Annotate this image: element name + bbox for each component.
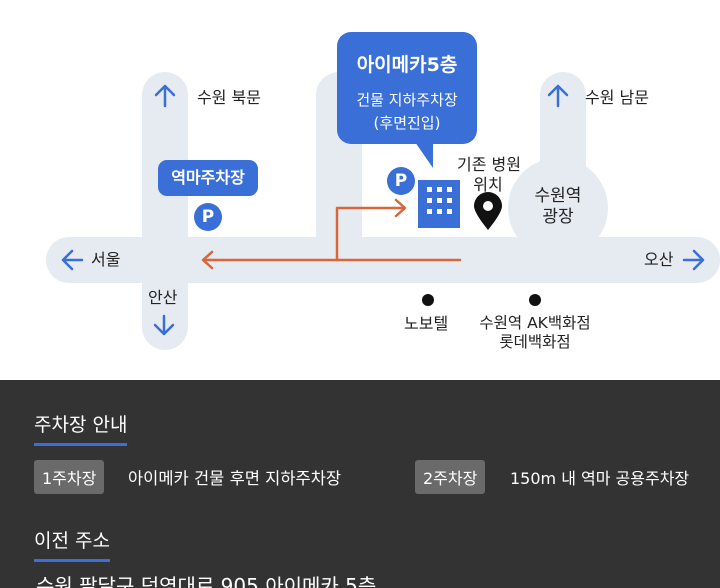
label-old-hospital-line2: 위치 xyxy=(473,175,503,194)
label-ansan: 안산 xyxy=(148,288,178,307)
station-square xyxy=(508,158,608,258)
label-suwon-south-gate: 수원 남문 xyxy=(585,88,649,107)
bubble-aimeca: 아이메카5층 건물 지하주차장 (후면진입) xyxy=(337,32,477,168)
label-osan: 오산 xyxy=(644,250,674,269)
parking-icon: P xyxy=(194,203,222,231)
arrow-down-icon xyxy=(153,314,175,336)
parking-icon: P xyxy=(387,167,415,195)
bubble-aimeca-title: 아이메카5층 xyxy=(356,54,458,76)
label-old-hospital-line1: 기존 병원 xyxy=(457,155,521,174)
info-panel: 주차장 안내 1주차장 아이메카 건물 후면 지하주차장 2주차장 150m 내… xyxy=(0,380,720,588)
parking2-badge: 2주차장 xyxy=(415,460,486,494)
ak-department-marker xyxy=(529,294,541,306)
parking1-text: 아이메카 건물 후면 지하주차장 xyxy=(128,469,342,488)
bubble-aimeca-line1: 건물 지하주차장 xyxy=(356,91,458,109)
arrow-up-icon xyxy=(154,84,176,108)
label-novotel: 노보텔 xyxy=(404,314,449,333)
label-station-square-line2: 광장 xyxy=(542,207,574,228)
location-map: 아이메카5층 건물 지하주차장 (후면진입) 역마주차장 P P 수원 북문 수… xyxy=(46,32,720,353)
address-text: 수원 팔달구 덕영대로 905 아이메카 5층 xyxy=(36,574,377,588)
bubble-station-parking-label: 역마주차장 xyxy=(171,168,245,187)
building-icon xyxy=(418,180,460,228)
location-pin-icon xyxy=(474,192,502,230)
arrow-right-icon xyxy=(682,249,705,271)
driving-route xyxy=(201,198,462,270)
label-station-square-line1: 수원역 xyxy=(534,186,582,206)
parking-guide-title: 주차장 안내 xyxy=(34,410,128,446)
road-north-left xyxy=(142,72,188,350)
label-ak-line2: 롯데백화점 xyxy=(499,333,571,352)
bubble-aimeca-tail xyxy=(415,142,433,168)
novotel-marker xyxy=(422,294,434,306)
label-ak-line1: 수원역 AK백화점 xyxy=(479,314,591,332)
arrow-up-icon xyxy=(547,84,569,108)
label-old-hospital: 기존 병원 위치 xyxy=(457,155,521,195)
parking2-text: 150m 내 역마 공용주차장 xyxy=(510,469,690,488)
label-department-stores: 수원역 AK백화점 롯데백화점 xyxy=(476,314,594,353)
label-seoul: 서울 xyxy=(91,250,121,269)
arrow-left-icon xyxy=(61,249,84,271)
label-station-square: 수원역 광장 xyxy=(528,186,588,229)
road-network xyxy=(46,72,720,350)
address-title: 이전 주소 xyxy=(34,526,110,562)
parking1-badge: 1주차장 xyxy=(34,460,105,494)
label-suwon-north-gate: 수원 북문 xyxy=(197,88,261,107)
bubble-aimeca-line2: (후면진입) xyxy=(373,114,441,132)
bubble-station-parking: 역마주차장 xyxy=(158,160,258,196)
